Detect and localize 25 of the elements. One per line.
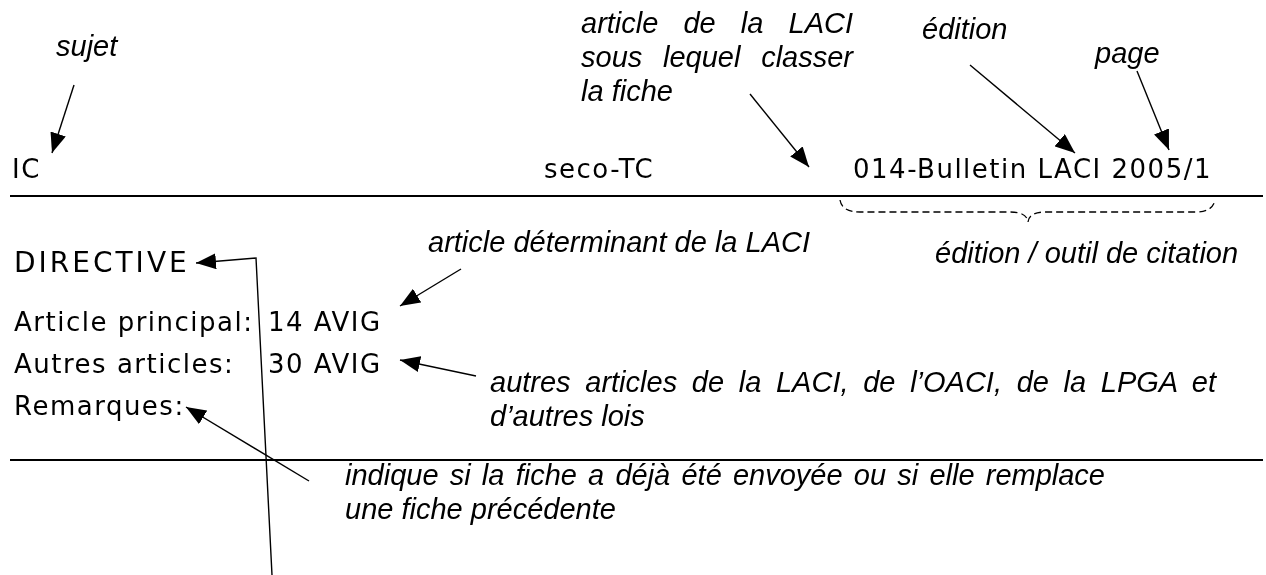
heading-text: DIRECTIVE (14, 245, 190, 281)
annotation-text: article déterminant de la LACI (428, 225, 811, 259)
field-text: Autres articles: (14, 348, 235, 380)
leader-arrow (749, 93, 810, 168)
brace-label: édition / outil de citation (935, 236, 1239, 270)
leader-arrow (1136, 70, 1170, 151)
field-text: IC (12, 153, 41, 185)
field-text: 14 AVIG (268, 306, 382, 338)
field-text: Article principal: (14, 306, 254, 338)
annotation-text: page (1095, 36, 1160, 70)
field-text: Remarques: (14, 390, 185, 422)
annotation-text: édition (922, 12, 1008, 46)
field-text: seco-TC (544, 153, 655, 185)
annotation-text: indique si la fiche a déjà été envoyée ou si elle remplace une fiche précédente (345, 458, 1105, 526)
annotation-text: autres articles de la LACI, de l’OACI, de la LPGA et d’autres lois (490, 365, 1216, 433)
annotation-text: article de la LACI sous lequel classer la fiche (581, 6, 853, 108)
field-text: 014-Bulletin LACI 2005/1 (853, 153, 1212, 185)
leader-arrow (195, 253, 273, 575)
leader-arrow (399, 356, 477, 377)
field-text: 30 AVIG (268, 348, 382, 380)
leader-arrow (969, 64, 1076, 154)
annotation-text: sujet (56, 29, 118, 63)
leader-arrow (185, 406, 310, 482)
leader-arrow (399, 268, 462, 307)
leader-arrow (50, 84, 75, 154)
